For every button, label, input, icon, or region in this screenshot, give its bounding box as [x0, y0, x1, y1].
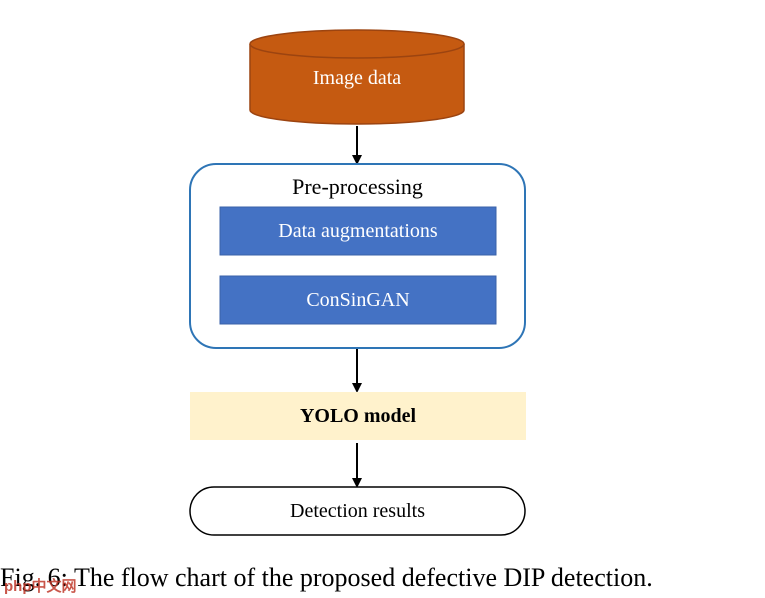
detection-results-label: Detection results [290, 499, 425, 522]
data-augmentations-label: Data augmentations [278, 219, 438, 242]
preprocessing-title: Pre-processing [292, 174, 423, 199]
data-augmentations-box [219, 206, 497, 256]
watermark-logo: php中文网 [4, 578, 77, 595]
image-data-cylinder [249, 29, 465, 125]
consingan-box [219, 275, 497, 325]
image-data-label: Image data [312, 66, 402, 89]
yolo-model-box [190, 392, 526, 440]
consingan-label: ConSinGAN [306, 288, 410, 311]
detection-results-box [189, 486, 526, 536]
yolo-model-label: YOLO model [299, 404, 417, 427]
figure-caption: Fig. 6: The flow chart of the proposed d… [0, 563, 653, 592]
